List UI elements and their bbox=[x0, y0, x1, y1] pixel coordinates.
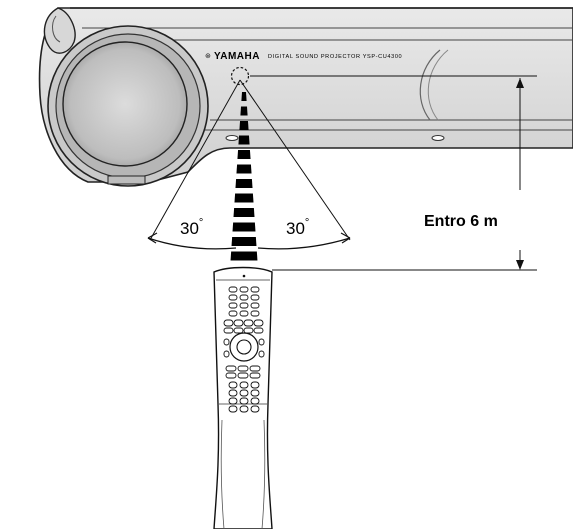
remote-button bbox=[225, 372, 237, 379]
remote-button bbox=[250, 389, 260, 397]
remote-button bbox=[237, 365, 249, 372]
remote-button bbox=[223, 338, 230, 346]
ir-beam-segment bbox=[231, 237, 257, 246]
remote-button bbox=[249, 372, 261, 379]
remote-button bbox=[239, 310, 249, 317]
ir-beam-segment bbox=[240, 106, 248, 116]
remote-button bbox=[258, 350, 265, 358]
angle-right-label: 30° bbox=[286, 217, 309, 238]
remote-button bbox=[250, 294, 260, 301]
remote-button bbox=[239, 389, 249, 397]
remote-button bbox=[250, 381, 260, 389]
remote-button bbox=[250, 286, 260, 293]
remote-button bbox=[239, 294, 249, 301]
ir-beam-segment bbox=[238, 135, 250, 145]
remote-button bbox=[228, 302, 238, 309]
ir-beam-segment bbox=[235, 179, 253, 188]
remote-buttons bbox=[223, 286, 265, 413]
remote-button bbox=[258, 338, 265, 346]
remote-button bbox=[253, 327, 264, 334]
remote-button bbox=[249, 365, 261, 372]
remote-button bbox=[233, 319, 244, 327]
range-cone: 30° 30° bbox=[147, 75, 537, 261]
remote-button bbox=[233, 327, 244, 334]
remote-button bbox=[239, 302, 249, 309]
ir-beam-segment bbox=[239, 121, 249, 130]
remote-button bbox=[228, 381, 238, 389]
ir-beam-segment bbox=[234, 193, 254, 203]
remote-button bbox=[228, 286, 238, 293]
woofer bbox=[47, 25, 209, 187]
remote-button bbox=[228, 294, 238, 301]
remote-button bbox=[228, 397, 238, 405]
remote-button bbox=[250, 405, 260, 413]
remote-button bbox=[239, 405, 249, 413]
remote-button bbox=[228, 310, 238, 317]
remote-button bbox=[253, 319, 264, 327]
remote-button bbox=[250, 397, 260, 405]
remote-button bbox=[250, 310, 260, 317]
ir-beam-segment bbox=[236, 164, 252, 174]
dpad-center bbox=[236, 339, 252, 355]
ir-beam-segment bbox=[237, 150, 251, 159]
ir-beam-segment bbox=[233, 208, 255, 217]
remote-control bbox=[213, 266, 273, 529]
brand-logo: YAMAHA bbox=[214, 51, 260, 62]
remote-button bbox=[250, 302, 260, 309]
remote-button bbox=[225, 365, 237, 372]
ir-beam-segment bbox=[230, 251, 258, 261]
distance-dimension: Entro 6 m bbox=[272, 78, 537, 271]
ir-beam-segment bbox=[232, 222, 256, 232]
model-text: DIGITAL SOUND PROJECTOR YSP-CU4300 bbox=[268, 54, 402, 60]
remote-button bbox=[223, 327, 234, 334]
remote-button bbox=[239, 381, 249, 389]
remote-button bbox=[239, 397, 249, 405]
remote-button bbox=[243, 319, 254, 327]
ir-beam-segment bbox=[241, 92, 247, 101]
ir-beam bbox=[230, 92, 258, 261]
remote-button bbox=[228, 405, 238, 413]
remote-button bbox=[228, 389, 238, 397]
brand-emblem-icon: ⊛ bbox=[205, 53, 211, 60]
distance-label: Entro 6 m bbox=[424, 213, 498, 230]
sound-bar: ⊛ YAMAHA DIGITAL SOUND PROJECTOR YSP-CU4… bbox=[38, 7, 573, 187]
remote-button bbox=[243, 327, 254, 334]
remote-button bbox=[223, 350, 230, 358]
angle-left-label: 30° bbox=[180, 217, 203, 238]
remote-button bbox=[237, 372, 249, 379]
remote-button bbox=[223, 319, 234, 327]
ir-sensor-icon bbox=[230, 66, 250, 86]
remote-button bbox=[239, 286, 249, 293]
